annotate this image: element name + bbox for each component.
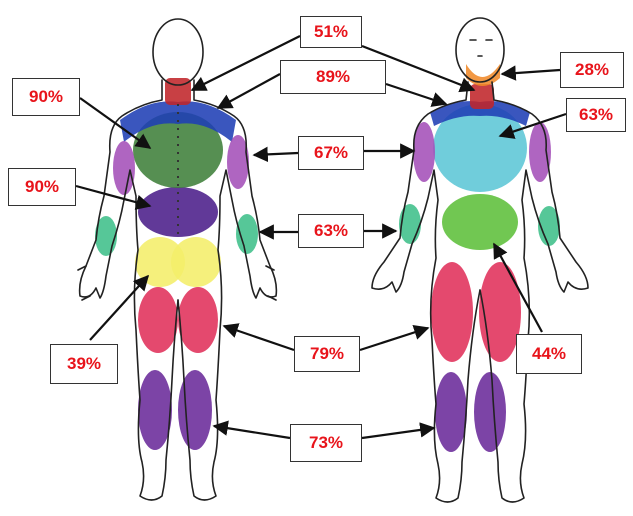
back-lower-leg-right-zone [178,370,212,450]
label-thighs: 79% [294,336,360,372]
front-lower-leg-right-zone [474,372,506,452]
label-shoulders: 89% [280,60,386,94]
back-forearm-right-zone [236,214,258,254]
front-neck-zone [470,84,494,109]
label-upper-arms: 67% [298,136,364,170]
front-thigh-right-zone [479,262,521,362]
front-lower-leg-left-zone [435,372,467,452]
front-thigh-left-zone [431,262,473,362]
label-lower-back: 90% [8,168,76,206]
label-lower-legs: 73% [290,424,362,462]
front-abdomen-zone [442,194,518,250]
back-thigh-right-zone [178,287,218,353]
label-buttocks: 39% [50,344,118,384]
label-chest: 63% [566,98,626,132]
back-thigh-left-zone [138,287,178,353]
label-jaw: 28% [560,52,624,88]
back-upper-arm-left-zone [113,141,135,195]
back-buttocks-right-zone [171,237,221,287]
back-lower-leg-left-zone [138,370,172,450]
front-upper-arm-right-zone [529,122,551,182]
label-forearms: 63% [298,214,364,248]
label-neck: 51% [300,16,362,48]
label-upper-back: 90% [12,78,80,116]
back-lower-back-zone [138,187,218,237]
label-abdomen: 44% [516,334,582,374]
